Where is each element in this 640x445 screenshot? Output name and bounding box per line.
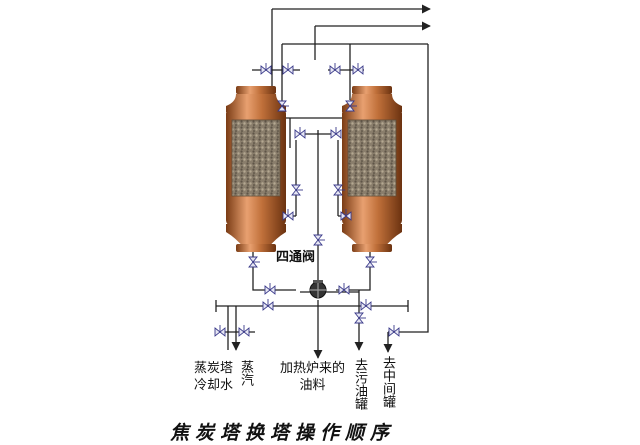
outlet-dirty-oil-tank-label: 去污油罐 [352, 358, 367, 410]
four-way-valve-label: 四通阀 [276, 250, 316, 265]
valve-group [214, 63, 400, 337]
four-way-valve-icon [309, 280, 327, 299]
outlet-steam-label: 蒸汽 [238, 360, 253, 386]
outlet-middle-tank-label: 去中间罐 [380, 356, 395, 408]
outlet-coke-cooling-water-label: 蒸炭塔 冷却水 [194, 361, 234, 393]
coke-tower-right [342, 86, 402, 252]
diagram-title: 焦炭塔换塔操作顺序 [170, 422, 396, 444]
outlet-furnace-oil-label: 加热炉来的 油料 [280, 361, 346, 393]
coke-tower-left [226, 86, 286, 252]
